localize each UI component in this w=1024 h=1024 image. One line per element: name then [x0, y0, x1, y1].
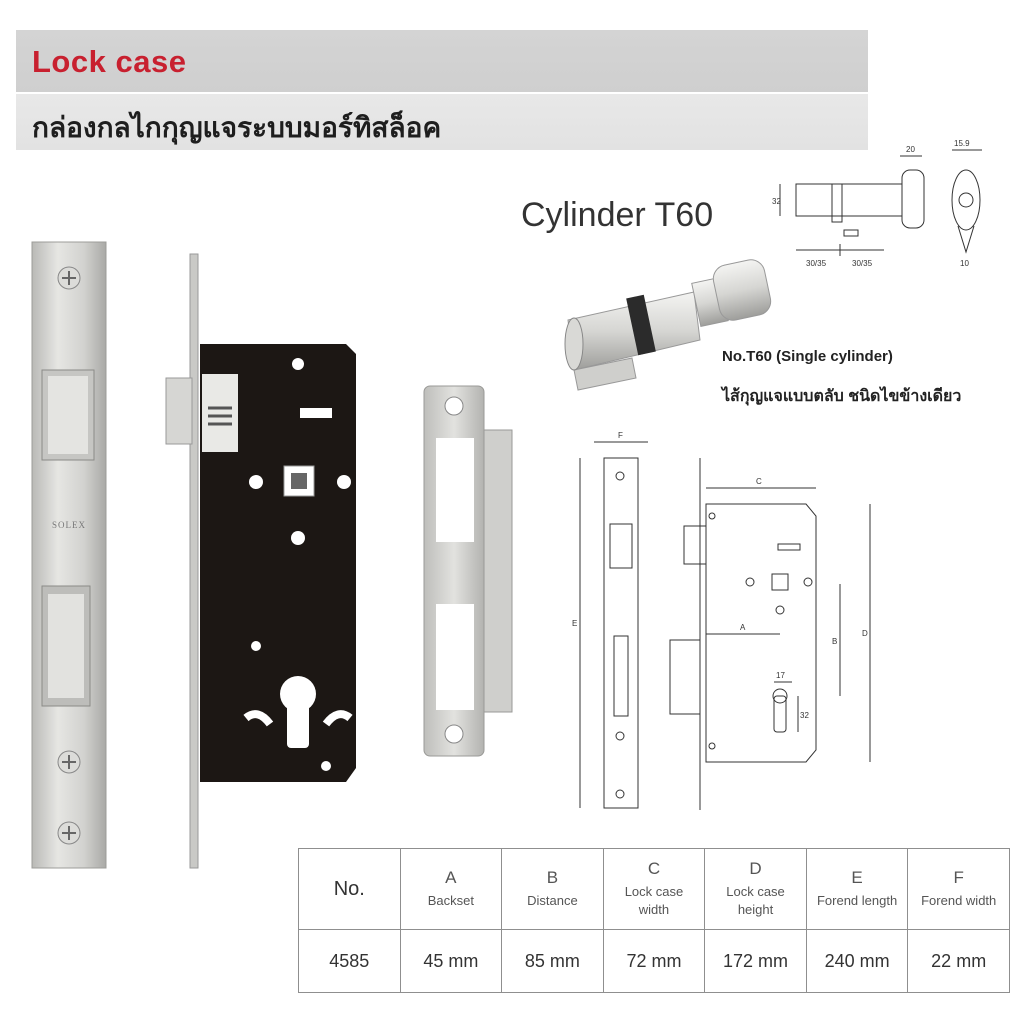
col-name: Forend width: [921, 893, 997, 909]
cell-distance: 85 mm: [501, 929, 604, 993]
label-f: F: [618, 431, 623, 440]
col-name: Backset: [427, 893, 474, 909]
dim-left-length: 30/35: [806, 259, 827, 268]
col-letter: D: [749, 859, 762, 879]
dim-height: 32: [772, 197, 781, 206]
title-band: Lock case: [16, 30, 868, 92]
col-name: Lock case width: [624, 884, 684, 917]
cell-forend-length: 240 mm: [805, 929, 909, 993]
header-col-c: C Lock case width: [602, 848, 706, 930]
dim-side-width: 15.9: [954, 140, 970, 148]
label-a: A: [740, 623, 746, 632]
table-row: 4585 45 mm 85 mm 72 mm 172 mm 240 mm 22 …: [298, 929, 1010, 993]
col-letter: C: [647, 859, 661, 879]
header-col-a: A Backset: [399, 848, 503, 930]
cylinder-drawing: 32 20 15.9 30/35 30/35 10: [772, 140, 982, 268]
cell-case-height: 172 mm: [704, 929, 807, 993]
subtitle-band: กล่องกลไกกุญแจระบบมอร์ทิสล็อค: [16, 94, 868, 150]
page-title: Lock case: [32, 44, 187, 79]
strike-plate-image: [423, 385, 513, 757]
lock-diagram: F E C A B D 17 32: [572, 431, 871, 810]
lock-diagram-labels: F E C A B D 17 32: [572, 431, 868, 720]
header-col-b: B Distance: [501, 848, 604, 930]
cylinder-photo: [564, 259, 772, 391]
cell-no: 4585: [298, 929, 401, 993]
label-c: C: [756, 477, 762, 486]
label-e: E: [572, 619, 577, 628]
dim-bottom: 10: [960, 259, 969, 268]
col-letter: F: [953, 868, 964, 888]
cylinder-title: Cylinder T60: [521, 196, 714, 234]
cell-forend-width: 22 mm: [907, 929, 1010, 993]
col-letter: A: [445, 868, 457, 888]
dim-knob-width: 20: [906, 145, 915, 154]
header-col-d: D Lock case height: [704, 848, 807, 930]
faceplate-brand: SOLEX: [52, 520, 86, 530]
label-17: 17: [776, 671, 785, 680]
cylinder-dim-labels: 32 20 15.9 30/35 30/35 10: [772, 140, 970, 268]
cell-backset: 45 mm: [399, 929, 503, 993]
dim-right-length: 30/35: [852, 259, 873, 268]
col-name: Distance: [527, 893, 578, 909]
lock-body-image: [165, 253, 356, 869]
page-subtitle-thai: กล่องกลไกกุญแจระบบมอร์ทิสล็อค: [32, 112, 442, 143]
faceplate-image: SOLEX: [31, 241, 107, 869]
col-letter: B: [546, 868, 559, 888]
label-d: D: [862, 629, 868, 638]
col-letter: E: [851, 868, 863, 888]
cell-case-width: 72 mm: [602, 929, 706, 993]
cylinder-caption-model: No.T60 (Single cylinder): [722, 348, 893, 365]
label-b: B: [832, 637, 837, 646]
header-col-e: E Forend length: [805, 848, 909, 930]
header-col-f: F Forend width: [907, 848, 1010, 930]
header-no: No.: [298, 848, 401, 930]
col-name: Forend length: [816, 893, 898, 909]
col-name: Lock case height: [726, 884, 785, 917]
label-32: 32: [800, 711, 809, 720]
cylinder-caption-thai: ไส้กุญแจแบบตลับ ชนิดไขข้างเดียว: [722, 388, 962, 405]
